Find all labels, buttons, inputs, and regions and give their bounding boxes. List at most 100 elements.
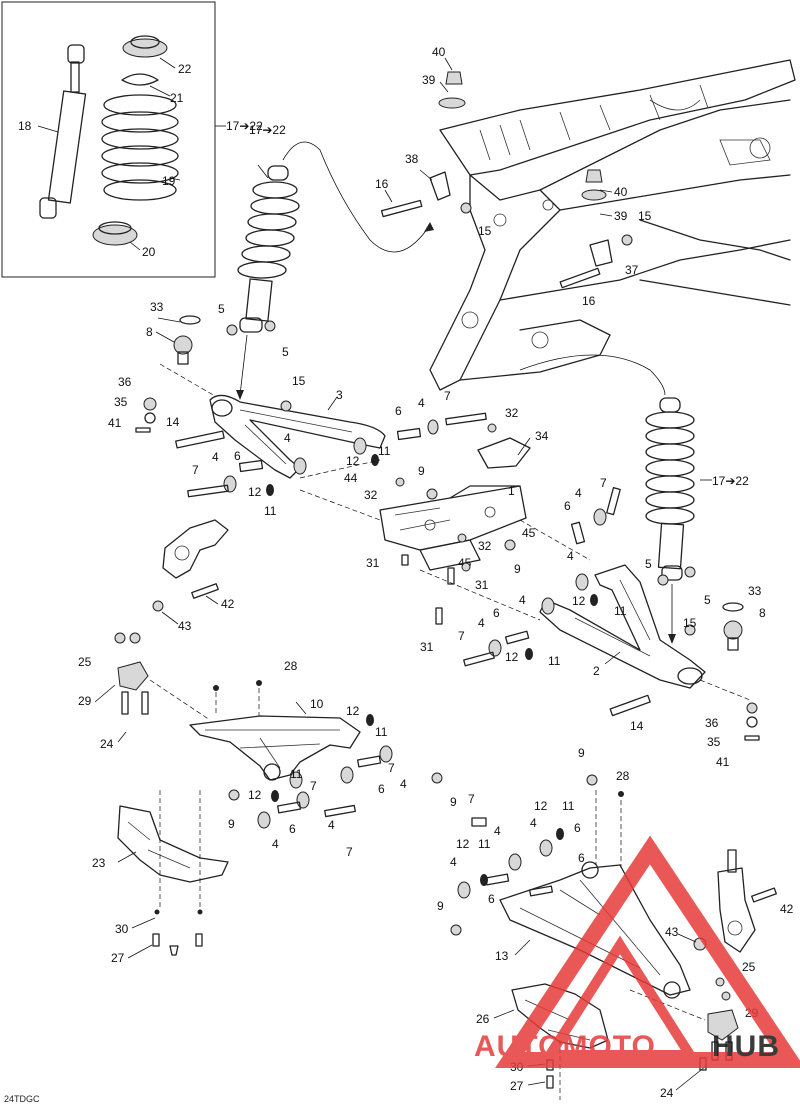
callout-15-frame-left: 15 [478, 224, 492, 238]
callout-8-right: 8 [759, 606, 766, 620]
callout-4-upper-left-a: 4 [418, 396, 425, 410]
right-upper-ball-joint [722, 602, 744, 651]
callout-11-upper-left-a: 11 [378, 444, 391, 458]
callout-44: 44 [344, 471, 358, 485]
callout-6-upper-left-a: 6 [395, 404, 402, 418]
callout-20: 20 [142, 245, 156, 259]
right-lower-arm-hardware [450, 774, 624, 936]
left-lower-a-arm [189, 715, 361, 781]
callout-9-lower-right-a: 9 [578, 746, 585, 760]
callout-28-left: 28 [284, 659, 298, 673]
callout-31-right: 31 [420, 640, 434, 654]
callout-32-mid: 32 [364, 488, 378, 502]
right-upper-a-arm [539, 564, 706, 689]
watermark-text-right: HUB [712, 1030, 780, 1063]
diagram-code: 24TDGC [4, 1094, 40, 1104]
callout-27-right: 27 [510, 1079, 524, 1093]
callout-14-left: 14 [166, 415, 180, 429]
callout-4-lower-right-c: 4 [450, 855, 457, 869]
callout-12-lower-right-a: 12 [534, 799, 548, 813]
callout-15-frame-right: 15 [638, 209, 652, 223]
vehicle-frame [429, 59, 796, 391]
callout-40-top: 40 [432, 45, 446, 59]
right-shock-assembly [645, 397, 695, 581]
callout-4-upper-left-b: 4 [284, 431, 291, 445]
callout-27-left: 27 [111, 951, 125, 965]
callout-29-left: 29 [78, 694, 92, 708]
callout-13: 13 [495, 949, 509, 963]
callout-12-upper-left-b: 12 [248, 485, 262, 499]
left-shock-assembly [237, 165, 300, 333]
callout-8-left: 8 [146, 325, 153, 339]
callout-35-right: 35 [707, 735, 721, 749]
callout-4-lower-left-c: 4 [272, 837, 279, 851]
left-upper-ball-joint [173, 315, 201, 365]
callout-12-lower-right-b: 12 [456, 837, 470, 851]
callout-15-upper-left: 15 [292, 374, 306, 388]
left-lower-ball-joint [114, 632, 149, 715]
callout-22: 22 [178, 62, 192, 76]
callout-25-left: 25 [78, 655, 92, 669]
callout-34: 34 [535, 429, 549, 443]
left-skid-plate [117, 805, 229, 883]
callout-26: 26 [476, 1012, 490, 1026]
callout-7-lower-left-b: 7 [310, 779, 317, 793]
left-lower-arm-hardware [228, 714, 443, 829]
callout-11-lower-left-b: 11 [290, 767, 303, 781]
watermark-logo: AUTOMOTO HUB [474, 835, 800, 1068]
callout-6-lower-left-b: 6 [289, 822, 296, 836]
callout-9-lower-center: 9 [450, 795, 457, 809]
callout-7-upper-left-a: 7 [444, 389, 451, 403]
callout-40-right: 40 [614, 185, 628, 199]
upper-spring-seat [122, 35, 168, 58]
callout-12-upper-right-b: 12 [505, 650, 519, 664]
coil-spring [101, 94, 179, 201]
callout-18: 18 [18, 119, 32, 133]
callout-39-right: 39 [614, 209, 628, 223]
watermark-text-left: AUTOMOTO [474, 1030, 656, 1063]
callout-6-lower-left-a: 6 [378, 782, 385, 796]
callout-6-lower-right-a: 6 [574, 821, 581, 835]
callout-11-lower-right-a: 11 [562, 799, 575, 813]
callout-11-lower-left-a: 11 [375, 725, 388, 739]
callout-43-left: 43 [178, 619, 192, 633]
callout-41-left: 41 [108, 416, 122, 430]
callout-15-upper-right: 15 [683, 616, 697, 630]
callout-6-upper-right-b: 6 [493, 606, 500, 620]
callout-43-right: 43 [665, 925, 679, 939]
callout-11-upper-right-a: 11 [614, 604, 627, 618]
callout-9-lower-right-b: 9 [437, 899, 444, 913]
callout-5-right-b: 5 [704, 593, 711, 607]
callout-1: 1 [508, 484, 515, 498]
callout-45-right: 45 [522, 526, 536, 540]
callout-33-right: 33 [748, 584, 762, 598]
callout-31-lower: 31 [475, 578, 489, 592]
callout-4-upper-right-c: 4 [519, 593, 526, 607]
callout-4-upper-right-d: 4 [478, 616, 485, 630]
callout-21: 21 [170, 91, 184, 105]
callout-6-lower-right-c: 6 [488, 892, 495, 906]
callout-31-center: 31 [366, 556, 380, 570]
callout-7-lower-right: 7 [468, 792, 475, 806]
callout-7-upper-right-a: 7 [600, 476, 607, 490]
callout-32-top: 32 [505, 406, 519, 420]
callout-33-left: 33 [150, 300, 164, 314]
callout-35-left: 35 [114, 395, 128, 409]
callout-4-lower-left-b: 4 [328, 818, 335, 832]
callout-12-lower-left-b: 12 [248, 788, 262, 802]
spring-retainer-clip [121, 73, 159, 86]
callout-12-upper-right-a: 12 [572, 594, 586, 608]
callout-6-upper-right-a: 6 [564, 499, 571, 513]
callout-17-22-right-shock: 17➔22 [712, 474, 749, 488]
callout-16-top: 16 [375, 177, 389, 191]
callout-4-lower-right-b: 4 [530, 816, 537, 830]
front-suspension-bracket [379, 437, 531, 571]
callout-16-right: 16 [582, 294, 596, 308]
callout-4-upper-right-a: 4 [575, 486, 582, 500]
callout-7-upper-right-b: 7 [458, 629, 465, 643]
callout-12-lower-left-a: 12 [346, 704, 360, 718]
callout-36-left: 36 [118, 375, 132, 389]
callout-19: 19 [162, 174, 176, 188]
callout-10: 10 [310, 697, 324, 711]
